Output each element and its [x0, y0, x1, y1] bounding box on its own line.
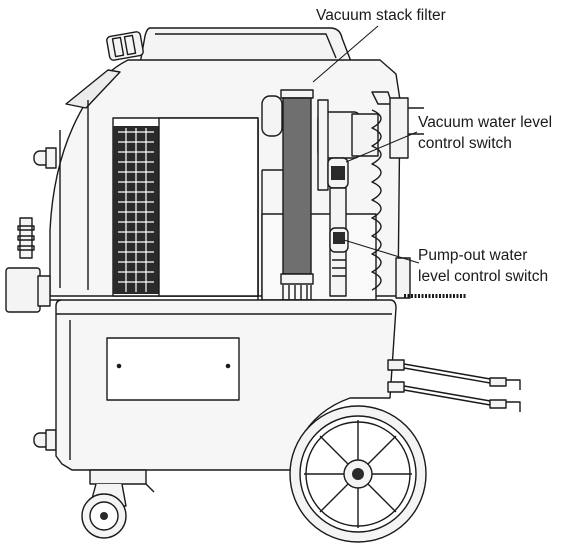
callout-line: Vacuum water level [418, 114, 553, 131]
callout-vacuum-water-level-switch: Vacuum water level control switch [418, 112, 552, 154]
callout-line: control switch [418, 135, 512, 152]
callout-line: level control switch [418, 268, 549, 285]
front-knob-upper [33, 147, 57, 169]
callout-line: Pump-out water [418, 247, 528, 264]
hose-inlet [106, 31, 144, 61]
front-knob-lower [33, 429, 57, 451]
leader-stack-filter [312, 25, 379, 83]
outlet-hoses [387, 359, 521, 412]
vacuum-level-switch [327, 157, 349, 297]
top-handle [139, 27, 353, 65]
leader-pump-switch [343, 239, 420, 264]
vent-grille [112, 117, 259, 297]
callout-vacuum-stack-filter: Vacuum stack filter [316, 7, 446, 24]
leader-vacuum-switch [345, 131, 418, 163]
vacuum-stack-filter [280, 89, 314, 307]
front-caster [81, 469, 155, 539]
vacuum-pipes [261, 91, 393, 191]
leader-lines [312, 25, 420, 264]
rear-wheel [289, 405, 427, 543]
right-bellows [371, 97, 466, 299]
callout-pumpout-water-level-switch: Pump-out water level control switch [418, 245, 548, 287]
label-plate [106, 337, 240, 401]
side-fitting [5, 217, 51, 313]
